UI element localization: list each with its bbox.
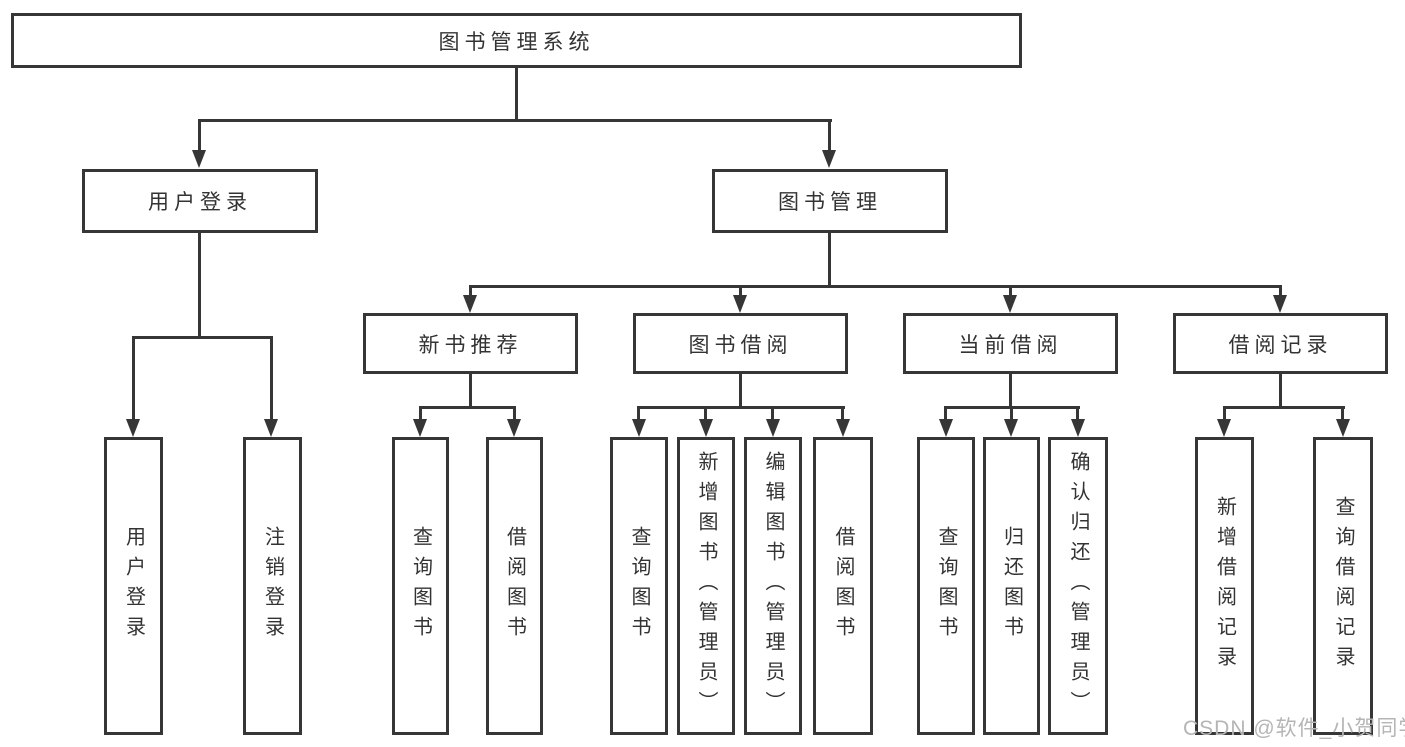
leaf-current-return-books-label: 归还图书 <box>1000 526 1023 646</box>
node-new-book-recommend: 新书推荐 <box>363 313 578 374</box>
arrowhead-to-current-confirm <box>1071 419 1085 437</box>
arrowhead-to-current-query <box>939 419 953 437</box>
leaf-current-query-books: 查询图书 <box>917 437 975 735</box>
leaf-borrow-edit-books-admin-label: 编辑图书（管理员） <box>762 451 784 721</box>
leaf-borrow-add-books-admin: 新增图书（管理员） <box>677 437 735 735</box>
leaf-newbook-borrow-books-label: 借阅图书 <box>503 526 526 646</box>
connector-user-hline <box>132 336 273 339</box>
leaf-borrow-query-books-label: 查询图书 <box>628 526 650 646</box>
arrowhead-to-borrow-edit <box>766 419 780 437</box>
arrowhead-to-book-borrowing <box>733 295 747 313</box>
connector-user-shaft-1 <box>132 336 135 421</box>
node-borrowing-records-label: 借阅记录 <box>1228 333 1333 357</box>
connector-bookmgmt-stub <box>828 231 831 288</box>
node-borrowing-records: 借阅记录 <box>1173 313 1388 374</box>
connector-current-stub <box>1009 372 1012 408</box>
connector-record-shaft-2 <box>1341 406 1344 421</box>
leaf-newbook-borrow-books: 借阅图书 <box>486 437 543 735</box>
arrowhead-to-current-borrowing <box>1003 295 1017 313</box>
connector-borrow-shaft-2 <box>704 406 707 421</box>
arrowhead-to-book-management <box>822 150 836 168</box>
leaf-logout-label: 注销登录 <box>261 526 284 646</box>
leaf-borrow-query-books: 查询图书 <box>610 437 668 735</box>
arrowhead-to-borrow-query <box>632 419 646 437</box>
node-book-management: 图书管理 <box>712 169 948 233</box>
connector-current-shaft-3 <box>1076 406 1079 421</box>
node-new-book-recommend-label: 新书推荐 <box>418 333 523 357</box>
connector-borrow-hline <box>637 406 845 409</box>
connector-current-shaft-1 <box>944 406 947 421</box>
connector-record-shaft-1 <box>1223 406 1226 421</box>
arrowhead-to-current-return <box>1004 419 1018 437</box>
leaf-borrow-borrow-books: 借阅图书 <box>813 437 873 735</box>
arrowhead-to-new-book-recommend <box>463 295 477 313</box>
connector-borrow-shaft-1 <box>637 406 640 421</box>
connector-bookmgmt-shaft-1 <box>469 285 472 297</box>
connector-borrow-shaft-3 <box>771 406 774 421</box>
leaf-user-login: 用户登录 <box>104 437 163 735</box>
leaf-record-query-borrow-record: 查询借阅记录 <box>1313 437 1373 735</box>
arrowhead-to-newbook-borrow <box>507 419 521 437</box>
connector-bookmgmt-shaft-3 <box>1009 285 1012 297</box>
leaf-borrow-edit-books-admin: 编辑图书（管理员） <box>744 437 802 735</box>
node-user-login-branch-label: 用户登录 <box>148 191 252 214</box>
connector-bookmgmt-shaft-2 <box>739 285 742 297</box>
leaf-user-login-label: 用户登录 <box>122 526 145 646</box>
connector-bookmgmt-shaft-4 <box>1279 285 1282 297</box>
arrowhead-to-borrow-add <box>699 419 713 437</box>
leaf-newbook-query-books-label: 查询图书 <box>409 526 432 646</box>
leaf-newbook-query-books: 查询图书 <box>392 437 449 735</box>
node-root-label: 图书管理系统 <box>438 30 595 54</box>
connector-root-shaft-right <box>828 119 831 152</box>
connector-newbook-stub <box>469 372 472 408</box>
connector-newbook-shaft-1 <box>419 406 422 421</box>
connector-borrow-shaft-4 <box>841 406 844 421</box>
connector-current-shaft-2 <box>1010 406 1013 421</box>
leaf-borrow-borrow-books-label: 借阅图书 <box>832 526 854 646</box>
arrowhead-to-record-query <box>1336 419 1350 437</box>
leaf-record-add-borrow-record: 新增借阅记录 <box>1195 437 1254 735</box>
node-current-borrowing-label: 当前借阅 <box>958 333 1063 357</box>
csdn-watermark: CSDN @软件_小贺同学 <box>1183 717 1405 740</box>
connector-root-hline <box>198 119 832 122</box>
node-root: 图书管理系统 <box>11 13 1022 68</box>
arrowhead-to-leaf-logout <box>264 419 278 437</box>
leaf-current-confirm-return-admin-label: 确认归还（管理员） <box>1067 451 1089 721</box>
connector-user-shaft-2 <box>270 336 273 421</box>
connector-newbook-shaft-2 <box>513 406 516 421</box>
node-current-borrowing: 当前借阅 <box>903 313 1118 374</box>
leaf-current-query-books-label: 查询图书 <box>935 526 957 646</box>
arrowhead-to-record-add <box>1217 419 1231 437</box>
connector-newbook-hline <box>419 406 516 409</box>
arrowhead-to-leaf-user-login <box>126 419 140 437</box>
node-book-management-label: 图书管理 <box>778 191 882 214</box>
arrowhead-to-borrow-borrow <box>836 419 850 437</box>
arrowhead-to-borrowing-records <box>1273 295 1287 313</box>
connector-bookmgmt-hline <box>469 285 1282 288</box>
leaf-borrow-add-books-admin-label: 新增图书（管理员） <box>695 451 717 721</box>
connector-borrow-stub <box>739 372 742 408</box>
node-book-borrowing-label: 图书借阅 <box>688 333 793 357</box>
arrowhead-to-newbook-query <box>413 419 427 437</box>
node-book-borrowing: 图书借阅 <box>633 313 848 374</box>
connector-record-hline <box>1223 406 1345 409</box>
connector-user-stub <box>198 231 201 338</box>
leaf-current-confirm-return-admin: 确认归还（管理员） <box>1048 437 1108 735</box>
connector-root-shaft-left <box>198 119 201 152</box>
node-user-login-branch: 用户登录 <box>82 169 318 233</box>
arrowhead-to-user-login-branch <box>192 150 206 168</box>
connector-root-stub <box>515 66 518 122</box>
connector-record-stub <box>1279 372 1282 408</box>
leaf-logout: 注销登录 <box>243 437 302 735</box>
leaf-record-add-borrow-record-label: 新增借阅记录 <box>1213 496 1236 676</box>
leaf-record-query-borrow-record-label: 查询借阅记录 <box>1332 496 1354 676</box>
leaf-current-return-books: 归还图书 <box>983 437 1040 735</box>
